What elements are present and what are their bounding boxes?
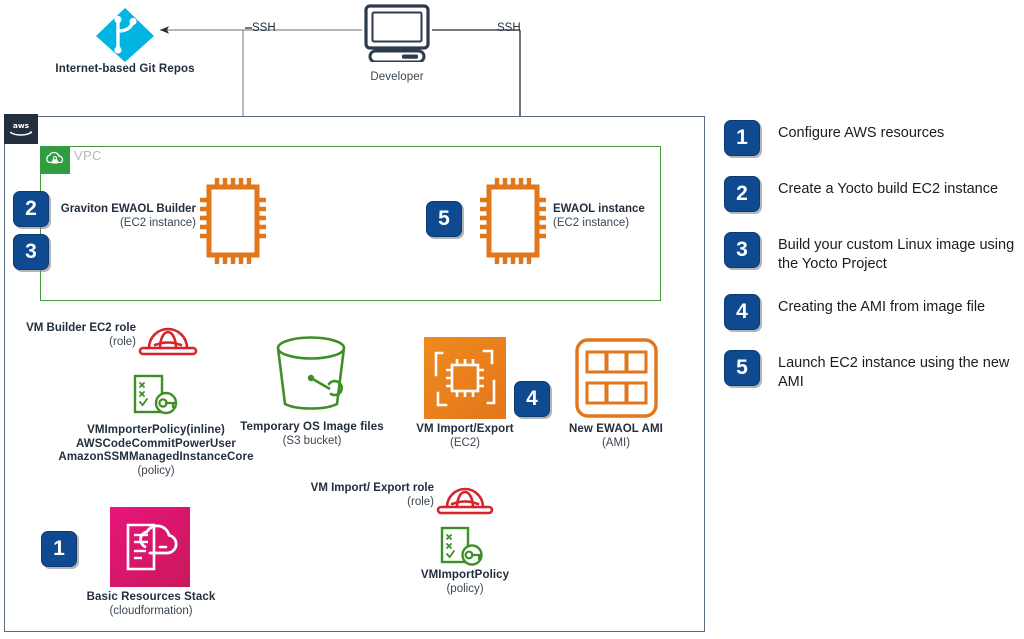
new-ewaol-ami-label: New EWAOL AMI (AMI) — [549, 422, 683, 450]
vm-import-export-role-hat-icon — [436, 478, 494, 516]
developer-label: Developer — [337, 70, 457, 84]
legend: 1 Configure AWS resources 2 Create a Yoc… — [724, 120, 1016, 412]
step-badge-1: 1 — [41, 531, 77, 567]
step-badge-3: 3 — [13, 234, 49, 270]
legend-item-3: 3 Build your custom Linux image using th… — [724, 232, 1016, 274]
vm-builder-ec2-role-label: VM Builder EC2 role (role) — [8, 322, 136, 349]
ssh-label-left: SSH — [252, 22, 276, 34]
legend-text-2: Create a Yocto build EC2 instance — [778, 181, 999, 197]
legend-text-5: Launch EC2 instance using the new AMI — [778, 355, 1010, 390]
legend-badge-2: 2 — [724, 176, 760, 212]
legend-item-4: 4 Creating the AMI from image file — [724, 294, 1016, 330]
vm-import-policy-name: VMImportPolicy — [420, 569, 510, 581]
graviton-builder-sub: (EC2 instance) — [119, 216, 196, 229]
builder-iam-policy-icon — [129, 373, 183, 419]
aws-logo-tag: aws — [4, 114, 38, 144]
aws-logo-icon: aws — [9, 121, 33, 136]
policy-line-1: VMImporterPolicy(inline) — [87, 424, 225, 436]
developer-name: Developer — [370, 71, 424, 83]
legend-item-2: 2 Create a Yocto build EC2 instance — [724, 176, 1016, 212]
cloudformation-stack-icon — [110, 507, 190, 587]
s3-bucket-label: Temporary OS Image files (S3 bucket) — [234, 420, 390, 448]
legend-item-5: 5 Launch EC2 instance using the new AMI — [724, 350, 1016, 392]
vm-import-policy-sub: (policy) — [446, 583, 484, 595]
legend-text-4: Creating the AMI from image file — [778, 299, 986, 315]
vm-import-policy-icon — [437, 526, 489, 570]
vm-builder-role-name: VM Builder EC2 role — [26, 322, 136, 334]
cloudformation-stack-label: Basic Resources Stack (cloudformation) — [72, 590, 230, 618]
vm-import-export-name: VM Import/Export — [416, 423, 514, 435]
new-ami-name: New EWAOL AMI — [569, 423, 663, 435]
vm-import-export-sub: (EC2) — [449, 437, 481, 449]
step-badge-4: 4 — [514, 381, 550, 417]
vm-import-policy-label: VMImportPolicy (policy) — [395, 568, 535, 596]
graviton-builder-name: Graviton EWAOL Builder — [60, 203, 196, 215]
cfn-stack-name: Basic Resources Stack — [86, 591, 216, 603]
legend-badge-1: 1 — [724, 120, 760, 156]
git-repos-name: Internet-based Git Repos — [55, 63, 195, 75]
new-ewaol-ami-icon — [574, 337, 659, 419]
step-badge-2: 2 — [13, 191, 49, 227]
git-repos-icon — [94, 6, 156, 64]
s3-bucket-icon — [266, 334, 356, 416]
vm-import-role-name: VM Import/ Export role — [310, 482, 434, 494]
step-badge-5: 5 — [426, 201, 462, 237]
new-ami-sub: (AMI) — [601, 437, 631, 449]
policy-sub: (policy) — [137, 464, 175, 477]
vm-import-role-sub: (role) — [407, 495, 434, 508]
git-repos-label: Internet-based Git Repos — [45, 62, 205, 76]
builder-iam-policy-label: VMImporterPolicy(inline) AWSCodeCommitPo… — [20, 424, 292, 478]
s3-bucket-sub: (S3 bucket) — [282, 435, 342, 447]
ewaol-instance-sub: (EC2 instance) — [553, 216, 630, 229]
policy-line-3: AmazonSSMManagedInstanceCore — [58, 451, 254, 463]
ssh-label-right: SSH — [497, 22, 521, 34]
vm-builder-ec2-role-hat-icon — [138, 317, 198, 357]
vm-import-export-role-label: VM Import/ Export role (role) — [300, 482, 434, 509]
s3-bucket-name: Temporary OS Image files — [240, 421, 384, 433]
cfn-stack-sub: (cloudformation) — [109, 605, 193, 617]
developer-workstation-icon — [362, 4, 432, 64]
legend-item-1: 1 Configure AWS resources — [724, 120, 1016, 156]
legend-badge-4: 4 — [724, 294, 760, 330]
vm-builder-role-sub: (role) — [109, 335, 136, 348]
vm-import-export-label: VM Import/Export (EC2) — [400, 422, 530, 450]
policy-line-2: AWSCodeCommitPowerUser — [75, 437, 237, 450]
vpc-label: VPC — [74, 148, 102, 163]
graviton-ewaol-builder-label: Graviton EWAOL Builder (EC2 instance) — [48, 203, 196, 230]
ewaol-instance-label: EWAOL instance (EC2 instance) — [553, 203, 703, 230]
vm-import-export-icon — [424, 337, 506, 419]
graviton-ewaol-builder-ec2-icon — [198, 176, 270, 266]
vpc-icon — [40, 146, 70, 174]
legend-badge-5: 5 — [724, 350, 760, 386]
svg-text:aws: aws — [13, 121, 30, 130]
legend-badge-3: 3 — [724, 232, 760, 268]
legend-text-3: Build your custom Linux image using the … — [778, 237, 1015, 272]
legend-text-1: Configure AWS resources — [778, 125, 945, 141]
ewaol-instance-name: EWAOL instance — [553, 203, 645, 215]
ewaol-instance-ec2-icon — [478, 176, 550, 266]
